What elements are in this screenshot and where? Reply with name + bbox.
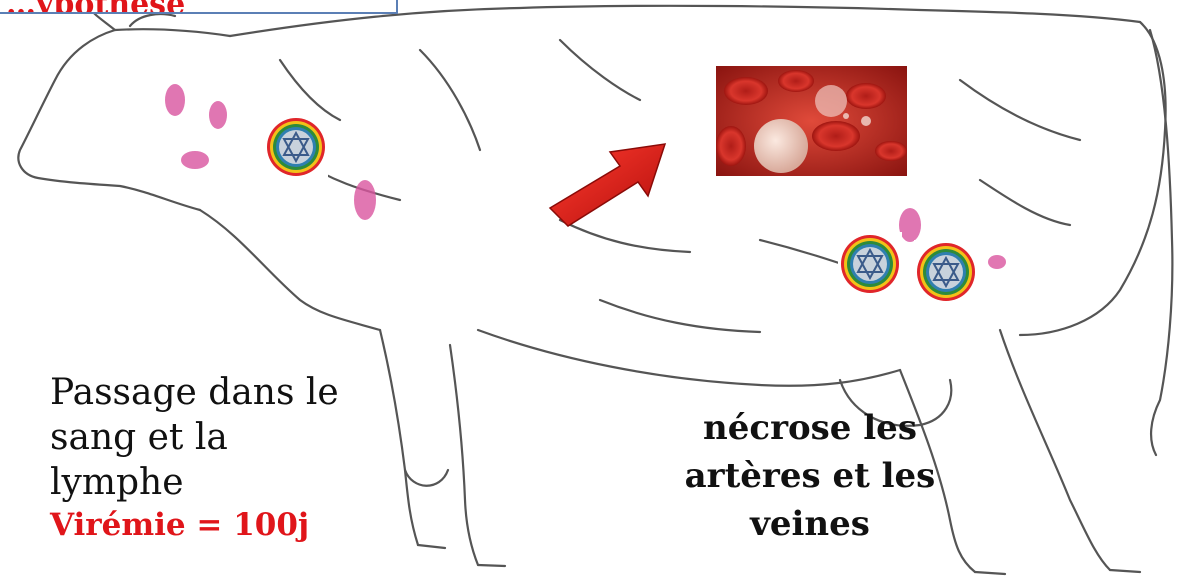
caption-line: artères et les (640, 452, 980, 500)
caption-line: lymphe (50, 460, 380, 505)
red-arrow-icon (540, 130, 680, 240)
virus-particle-icon (914, 240, 978, 304)
right-caption: nécrose les artères et les veines (640, 404, 980, 548)
viremie-label: Virémie = 100j (50, 505, 380, 545)
title-text: …ypothèse (6, 0, 185, 14)
caption-line: nécrose les (640, 404, 980, 452)
caption-line: sang et la (50, 415, 380, 460)
left-caption: Passage dans le sang et la lymphe Virémi… (50, 370, 380, 545)
virus-particle-icon (838, 232, 902, 296)
title-box: …ypothèse (0, 0, 398, 14)
virus-particle-icon (264, 115, 328, 179)
blood-cells-image (716, 66, 907, 176)
caption-line: veines (640, 500, 980, 548)
caption-line: Passage dans le (50, 370, 380, 415)
